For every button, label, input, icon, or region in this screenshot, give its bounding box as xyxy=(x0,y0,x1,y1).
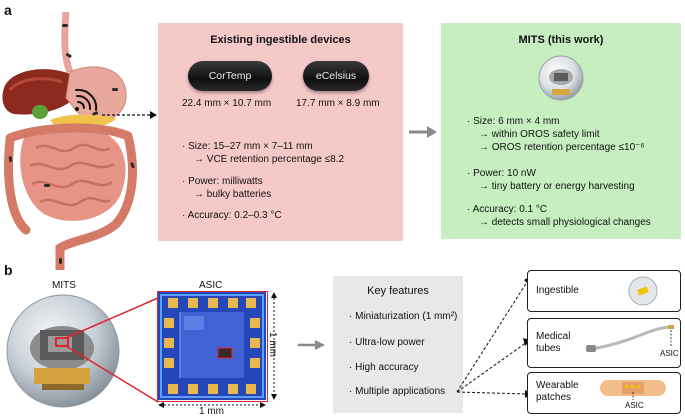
panel-letter-a: a xyxy=(4,2,12,18)
ecelsius-capsule: eCelsius xyxy=(303,61,369,91)
asic-highlight-frame xyxy=(157,291,268,402)
key-feature-text: Miniaturization (1 mm²) xyxy=(355,311,458,322)
key-features-box: Key features · Miniaturization (1 mm²) ·… xyxy=(333,276,463,413)
gray-arrow-b xyxy=(298,340,325,350)
existing-accuracy-bullet: · Accuracy: 0.2–0.3 °C xyxy=(182,210,282,221)
mits-photo xyxy=(6,294,120,408)
mits-power-bullet: · Power: 10 nW → tiny battery or energy … xyxy=(467,167,677,193)
cortemp-capsule: CorTemp xyxy=(188,61,272,91)
mits-accuracy-bullet: · Accuracy: 0.1 °C → detects small physi… xyxy=(467,203,677,229)
mits-size-sub1: → within OROS safety limit xyxy=(479,129,600,140)
asic-photo-label: ASIC xyxy=(199,280,223,291)
application-arrows xyxy=(456,276,532,398)
digestive-tract-illustration xyxy=(2,11,137,270)
mits-power-sub: → tiny battery or energy harvesting xyxy=(479,181,635,192)
cortemp-label: CorTemp xyxy=(208,70,252,82)
medical-tubes-line1: Medical xyxy=(536,331,571,342)
ecelsius-label: eCelsius xyxy=(315,70,357,82)
cortemp-dimensions: 22.4 mm × 10.7 mm xyxy=(182,98,272,109)
mits-size-bullet: · Size: 6 mm × 4 mm → within OROS safety… xyxy=(467,115,677,154)
key-feature-item: · High accuracy xyxy=(349,362,419,373)
existing-power-bullet: · Power: milliwatts → bulky batteries xyxy=(182,175,397,201)
application-medical-tubes: Medical tubes ASIC xyxy=(527,318,681,368)
medical-tubes-label: Medical tubes xyxy=(536,331,570,355)
wearable-patches-label: Wearable patches xyxy=(536,380,579,404)
ingestible-label: Ingestible xyxy=(536,285,579,296)
key-feature-text: High accuracy xyxy=(355,362,419,373)
wearable-line2: patches xyxy=(536,392,572,403)
mits-accuracy-sub: → detects small physiological changes xyxy=(479,217,651,228)
mits-accuracy-text: Accuracy: 0.1 °C xyxy=(472,204,548,215)
existing-size-sub: → VCE retention percentage ≤8.2 xyxy=(194,154,345,165)
gray-arrow xyxy=(409,126,437,138)
ecelsius-dimensions: 17.7 mm × 8.9 mm xyxy=(296,98,380,109)
horizontal-scale-bar xyxy=(158,402,266,408)
key-feature-item: · Ultra-low power xyxy=(349,337,425,348)
medical-tubes-line2: tubes xyxy=(536,343,561,354)
vertical-scale-bar xyxy=(271,292,277,400)
existing-power-text: Power: milliwatts xyxy=(188,176,263,187)
existing-accuracy-text: Accuracy: 0.2–0.3 °C xyxy=(187,210,282,221)
key-feature-item: · Miniaturization (1 mm²) xyxy=(349,311,458,322)
medical-tubes-asic-label: ASIC xyxy=(660,349,679,358)
panel-letter-b: b xyxy=(4,262,13,278)
key-feature-text: Multiple applications xyxy=(355,386,446,397)
existing-size-bullet: · Size: 15–27 mm × 7–11 mm → VCE retenti… xyxy=(182,140,397,166)
zoom-lines xyxy=(65,297,159,403)
mits-photo-label: MITS xyxy=(52,280,76,291)
existing-devices-title: Existing ingestible devices xyxy=(210,34,351,46)
dashed-arrow xyxy=(102,111,157,119)
application-ingestible: Ingestible xyxy=(527,270,681,312)
mits-size-sub2: → OROS retention percentage ≤10⁻⁶ xyxy=(479,142,645,153)
existing-power-sub: → bulky batteries xyxy=(194,189,272,200)
mits-capsule-image xyxy=(538,55,584,101)
key-feature-item: · Multiple applications xyxy=(349,386,446,397)
asic-die-photo xyxy=(158,292,266,400)
horizontal-scale-label: 1 mm xyxy=(199,406,224,417)
wearable-patch-icon xyxy=(600,380,666,400)
existing-devices-box: Existing ingestible devices CorTemp eCel… xyxy=(158,23,403,241)
existing-size-text: Size: 15–27 mm × 7–11 mm xyxy=(188,141,313,152)
mits-power-text: Power: 10 nW xyxy=(473,168,536,179)
mits-box: MITS (this work) · Size: 6 mm × 4 mm → w… xyxy=(441,23,681,239)
wearable-asic-label: ASIC xyxy=(625,401,644,410)
mits-size-text: Size: 6 mm × 4 mm xyxy=(473,116,560,127)
mits-title: MITS (this work) xyxy=(518,34,604,46)
wearable-line1: Wearable xyxy=(536,380,579,391)
application-wearable-patches: Wearable patches ASIC xyxy=(527,372,681,414)
medical-tube-icon xyxy=(586,325,674,352)
key-feature-text: Ultra-low power xyxy=(355,337,425,348)
key-features-title: Key features xyxy=(367,285,429,297)
ingestible-capsule-icon xyxy=(628,276,658,306)
asic-die-drawing xyxy=(158,292,266,400)
vertical-scale-label: 1 mm xyxy=(267,332,278,357)
